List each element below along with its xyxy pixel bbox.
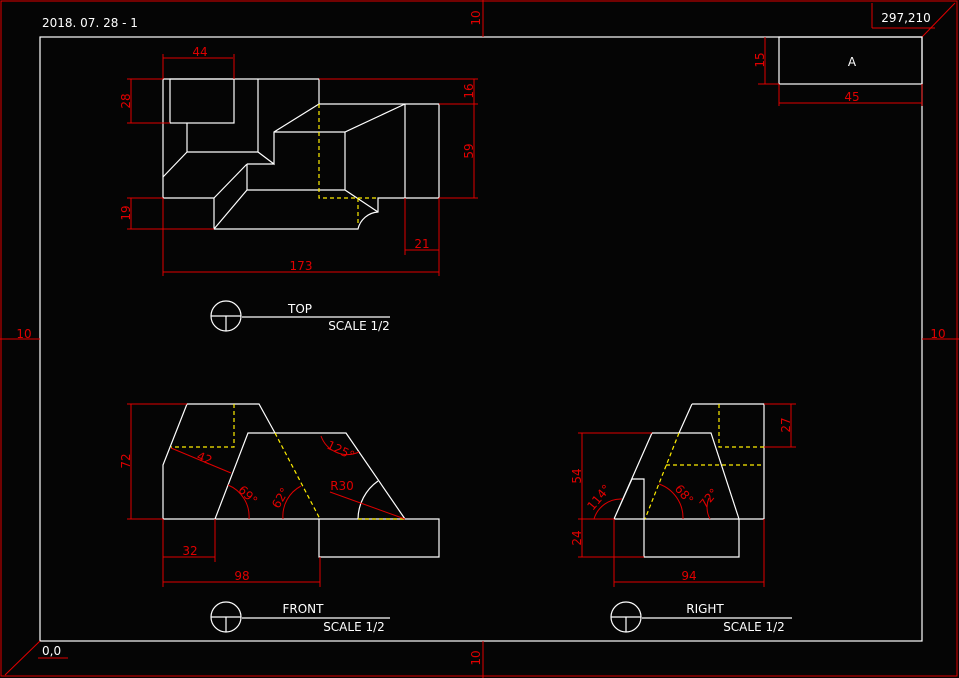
margin-right-label: 10 [930,327,945,341]
angle-114: 114° [584,482,613,513]
margin-bottom-label: 10 [469,650,483,665]
top-view: 44 28 19 16 59 21 173 TOP SCALE 1/2 [119,45,478,333]
view-scale-top: SCALE 1/2 [328,319,390,333]
dim-21: 21 [414,237,429,251]
right-view: 54 24 27 94 114° 68° 72° RIGHT SCALE 1/2 [570,403,796,634]
origin-label: 0,0 [42,644,61,658]
radius-30: R30 [330,479,354,493]
dim-16: 16 [462,83,476,98]
angle-62: 62° [269,485,292,510]
dim-94: 94 [681,569,696,583]
angle-69: 69° [235,483,260,508]
dim-24: 24 [570,530,584,545]
dim-54: 54 [570,468,584,483]
margin-top-label: 10 [469,10,483,25]
dim-19: 19 [119,205,133,220]
dim-59: 59 [462,143,476,158]
dim-28: 28 [119,93,133,108]
front-view: 72 42 69° 62° 125° R30 32 98 FRONT SCALE… [119,403,440,634]
dim-98: 98 [234,569,249,583]
title-block-letter: A [848,55,857,69]
dim-27: 27 [779,417,793,432]
view-symbol-icon [210,601,242,633]
margin-left-label: 10 [16,327,31,341]
dim-45: 45 [844,90,859,104]
title-block: A 15 45 [753,36,923,106]
view-symbol-icon [210,300,242,332]
angle-72: 72° [697,486,721,511]
dim-42: 42 [195,449,214,468]
view-title-front: FRONT [283,602,325,616]
view-title-right: RIGHT [686,602,724,616]
angle-68: 68° [672,482,696,507]
dim-15: 15 [753,52,767,67]
view-symbol-icon [610,601,642,633]
view-scale-front: SCALE 1/2 [323,620,385,634]
sheet-date-label: 2018. 07. 28 - 1 [42,16,138,30]
view-scale-right: SCALE 1/2 [723,620,785,634]
dim-44: 44 [192,45,207,59]
dim-72: 72 [119,453,133,468]
dim-32: 32 [182,544,197,558]
view-title-top: TOP [287,302,312,316]
sheet-size-label: 297,210 [881,11,931,25]
dim-173: 173 [290,259,313,273]
